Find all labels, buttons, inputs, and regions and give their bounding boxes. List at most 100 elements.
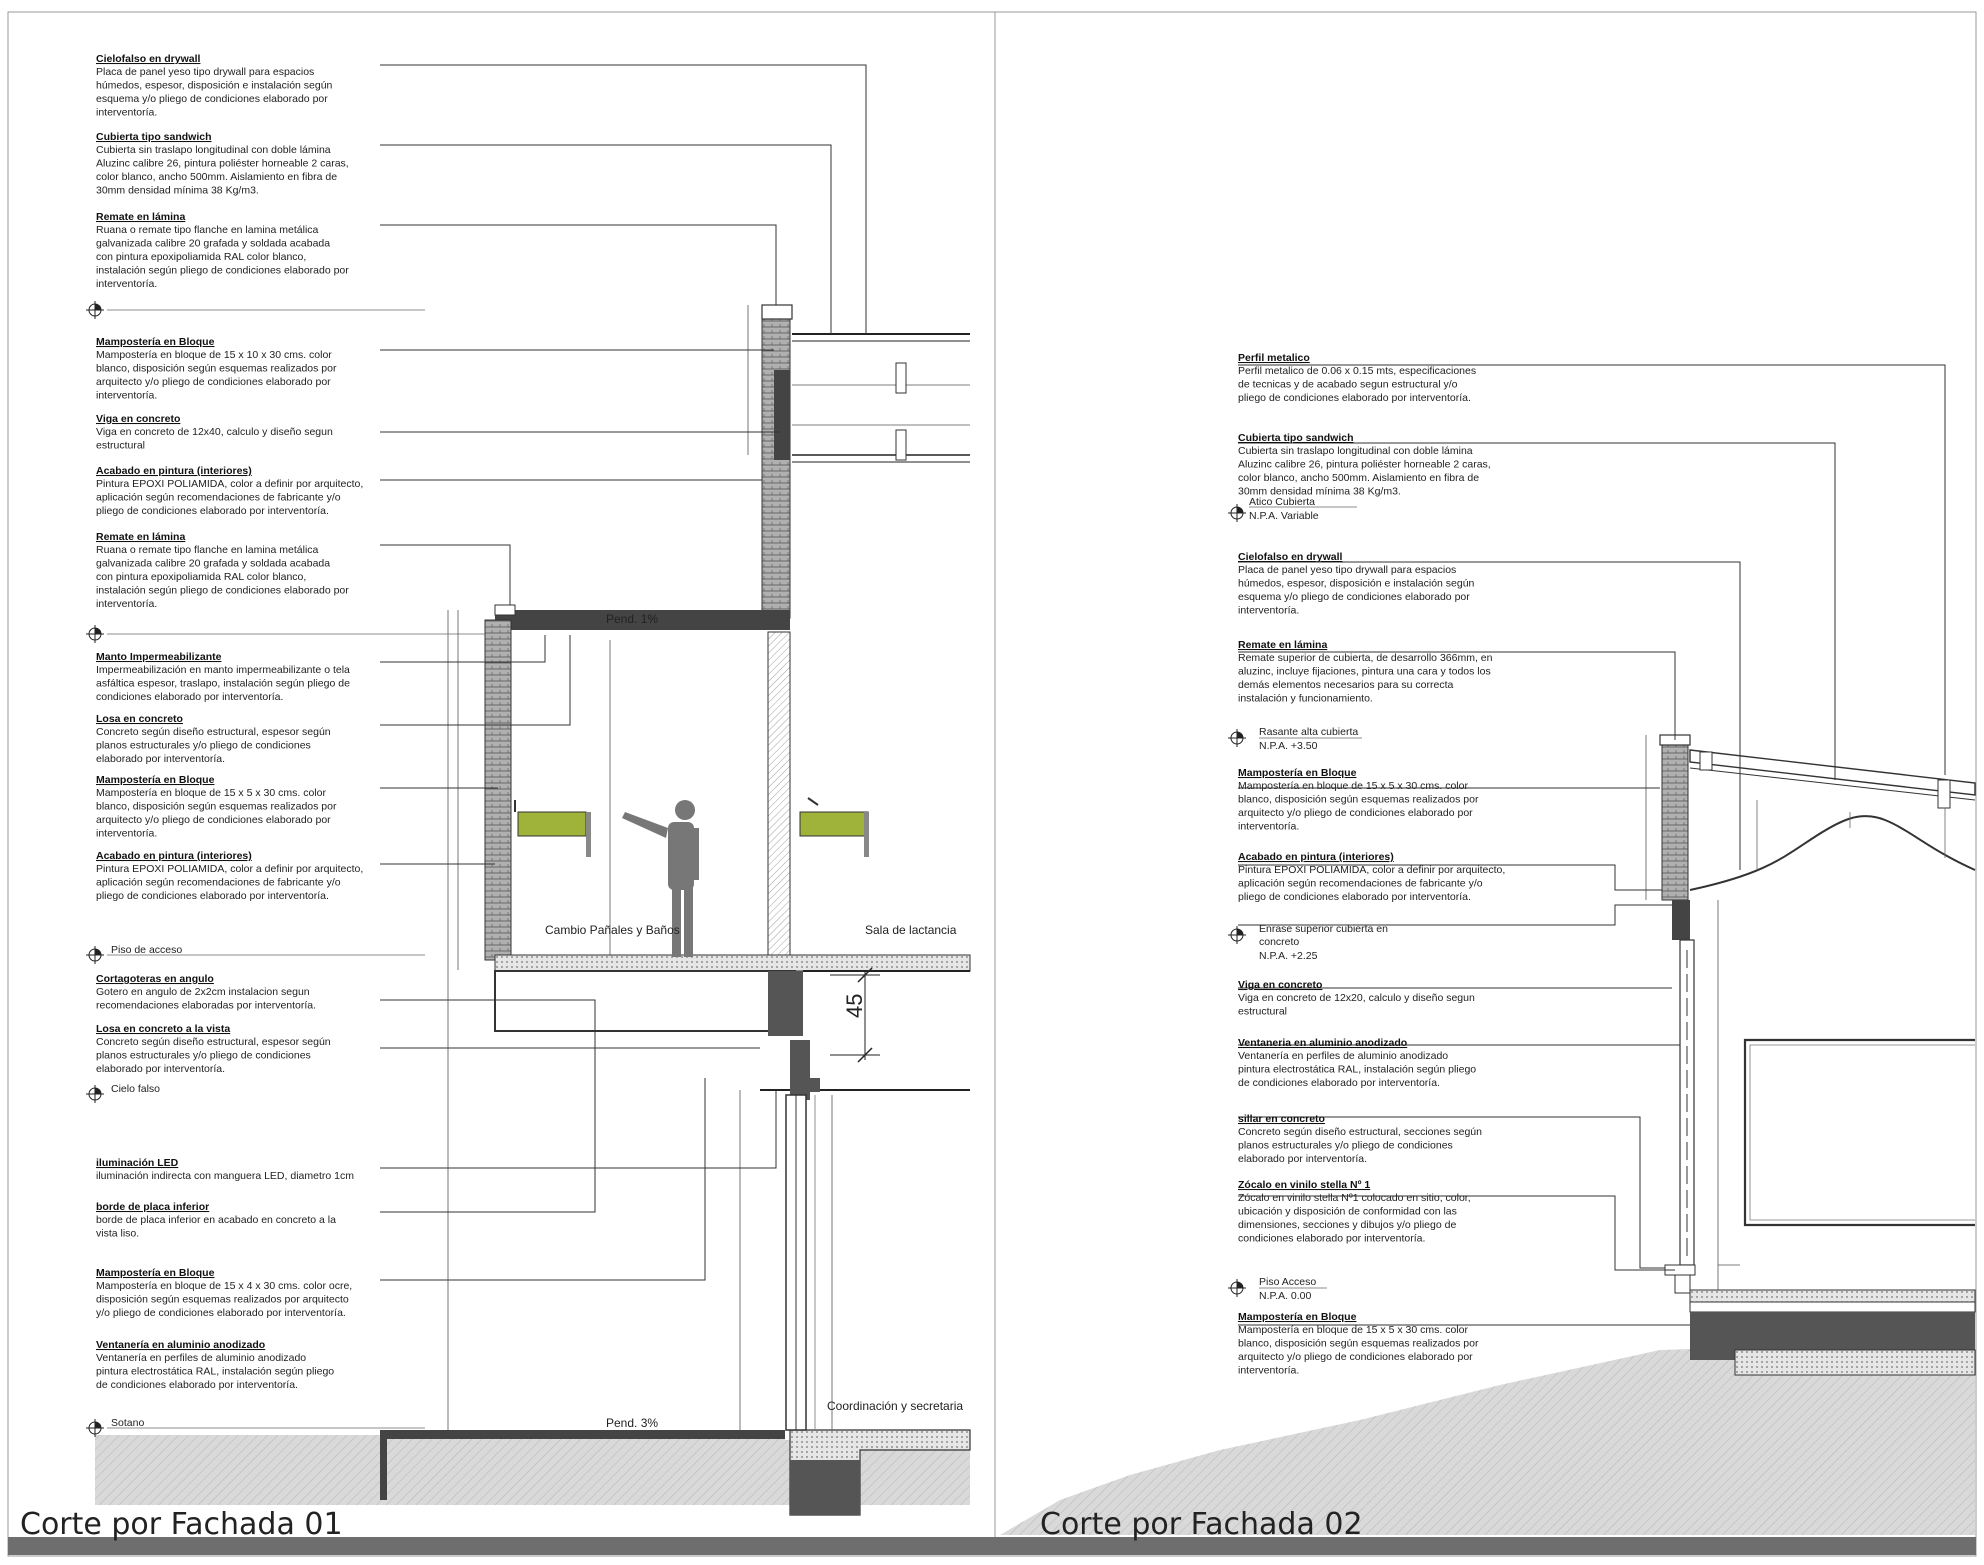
note-body-line: color blanco, ancho 500mm. Aislamiento e… xyxy=(1238,472,1479,484)
note-body-line: Ventanería en perfiles de aluminio anodi… xyxy=(96,1352,306,1364)
note-title: Cubierta tipo sandwich xyxy=(96,131,212,143)
right-foundation xyxy=(1690,1312,1975,1360)
level-label-piso-acceso-right: Piso Acceso xyxy=(1259,1276,1316,1288)
human-figure xyxy=(622,800,699,957)
note-body-line: Aluzinc calibre 26, pintura poliéster ho… xyxy=(1238,459,1491,471)
note-body-line: recomendaciones elaboradas por intervent… xyxy=(96,1000,316,1012)
note-body-line: blanco, disposición según esquemas reali… xyxy=(1238,794,1479,806)
note-body-line: Ruana o remate tipo flanche en lamina me… xyxy=(96,544,319,556)
note-body-line: con pintura epoxipoliamida RAL color bla… xyxy=(96,571,306,583)
right-purlin-2 xyxy=(1937,779,1951,809)
faucet-right xyxy=(807,797,819,806)
note-body-line: arquitecto y/o pliego de condiciones ela… xyxy=(1238,807,1473,819)
note-body-line: arquitecto y/o pliego de condiciones ela… xyxy=(1238,1351,1473,1363)
note-title: Mampostería en Bloque xyxy=(96,1267,215,1279)
level-sub-piso-acceso-right: N.P.A. 0.00 xyxy=(1259,1290,1312,1302)
note-body-line: ubicación y disposición de conformidad c… xyxy=(1238,1206,1457,1218)
right-section-drawing xyxy=(1000,734,1976,1535)
note-body-line: condiciones elaborado por interventoría. xyxy=(1238,1233,1425,1245)
note-title: Mampostería en Bloque xyxy=(96,774,215,786)
left-basement-slab xyxy=(380,1430,785,1439)
note-body-line: con pintura epoxipoliamida RAL color bla… xyxy=(96,251,306,263)
right-leaders xyxy=(1238,364,1946,1326)
right-roof-underside xyxy=(1689,767,1976,801)
level-label-atico-cubierta: Atico Cubierta xyxy=(1249,496,1315,508)
note-body-line: Ventanería en perfiles de aluminio anodi… xyxy=(1238,1050,1448,1062)
note-title: Cubierta tipo sandwich xyxy=(1238,432,1354,444)
note-body-line: aplicación según recomendaciones de fabr… xyxy=(96,492,341,504)
sink-right-support xyxy=(864,812,869,857)
note-body-line: aplicación según recomendaciones de fabr… xyxy=(1238,878,1483,890)
level-label-rasante: Rasante alta cubierta xyxy=(1259,726,1358,738)
note-body-line: blanco, disposición según esquemas reali… xyxy=(1238,1338,1479,1350)
note-body-line: pliego de condiciones elaborado por inte… xyxy=(96,505,329,517)
right-foundation-fill xyxy=(1734,1349,1976,1376)
note-body-line: Mampostería en bloque de 15 x 5 x 30 cms… xyxy=(1238,780,1468,792)
dim-45-tick-2 xyxy=(857,1047,873,1063)
note-body-line: instalación y funcionamiento. xyxy=(1238,693,1373,705)
note-body-line: Mampostería en bloque de 15 x 5 x 30 cms… xyxy=(1238,1324,1468,1336)
note-title: Losa en concreto xyxy=(96,713,183,725)
level-sub-enrase: concreto xyxy=(1259,936,1299,948)
slope-label-roof: Pend. 1% xyxy=(606,612,658,626)
left-lower-ceiling-edge xyxy=(790,1078,820,1092)
note-title: Mampostería en Bloque xyxy=(96,336,215,348)
note-title: Mampostería en Bloque xyxy=(1238,1311,1357,1323)
note-body-line: iluminación indirecta con manguera LED, … xyxy=(96,1170,354,1182)
note-body-line: Viga en concreto de 12x40, calculo y dis… xyxy=(96,426,333,438)
note-body-line: estructural xyxy=(96,440,145,452)
left-ground xyxy=(95,1430,970,1505)
note-body-line: planos estructurales y/o pliego de condi… xyxy=(96,740,311,752)
note-body-line: galvanizada calibre 20 grafada y soldada… xyxy=(96,238,330,250)
left-mid-roof-slab xyxy=(495,610,790,630)
level-marker-rasante: Rasante alta cubierta N.P.A. +3.50 xyxy=(1228,726,1362,752)
left-section-drawing: 45 xyxy=(95,304,971,1516)
note-body-line: Concreto según diseño estructural, secci… xyxy=(1238,1126,1482,1138)
right-wall-upper xyxy=(1661,734,1689,901)
level-label-cielo-falso: Cielo falso xyxy=(111,1083,160,1095)
note-title: Remate en lámina xyxy=(96,531,185,543)
note-body-line: arquitecto y/o pliego de condiciones ela… xyxy=(96,376,331,388)
left-upper-beam xyxy=(774,370,790,460)
note-body-line: interventoría. xyxy=(1238,605,1299,617)
left-upper-wall xyxy=(761,317,791,619)
room-label-cambio-panales: Cambio Pañales y Baños xyxy=(545,923,680,937)
note-body-line: Remate superior de cubierta, de desarrol… xyxy=(1238,652,1493,664)
note-title: Manto Impermeabilizante xyxy=(96,651,222,663)
title-corte-fachada-02: Corte por Fachada 02 xyxy=(1040,1507,1363,1542)
note-body-line: 30mm densidad mínima 38 Kg/m3. xyxy=(1238,486,1401,498)
left-basement-wall xyxy=(380,1430,387,1500)
left-floor-finish xyxy=(494,954,971,972)
note-body-line: Cubierta sin traslapo longitudinal con d… xyxy=(1238,445,1473,457)
note-title: Cielofalso en drywall xyxy=(96,53,201,65)
note-title: Viga en concreto xyxy=(1238,979,1322,991)
sink-left-room xyxy=(517,811,587,837)
note-body-line: Viga en concreto de 12x20, calculo y dis… xyxy=(1238,992,1475,1004)
note-body-line: instalación según pliego de condiciones … xyxy=(96,265,349,277)
note-body-line: borde de placa inferior en acabado en co… xyxy=(96,1214,336,1226)
note-body-line: interventoría. xyxy=(1238,821,1299,833)
sink-right-room xyxy=(799,811,869,837)
note-title: Losa en concreto a la vista xyxy=(96,1023,230,1035)
left-parapet-cap xyxy=(761,304,793,320)
level-marker-atico-left xyxy=(86,301,425,319)
note-title: Mampostería en Bloque xyxy=(1238,767,1357,779)
right-curved-ceiling xyxy=(1689,815,1976,891)
note-body-line: demás elementos necesarios para su corre… xyxy=(1238,679,1454,691)
right-purlin-1 xyxy=(1699,751,1713,771)
sheet-frame xyxy=(7,11,1977,1557)
room-label-coordinacion: Coordinación y secretaria xyxy=(827,1399,963,1413)
note-body-line: interventoría. xyxy=(96,598,157,610)
note-body-line: pliego de condiciones elaborado por inte… xyxy=(1238,891,1471,903)
dim-45-label: 45 xyxy=(842,994,867,1018)
note-body-line: esquema y/o pliego de condiciones elabor… xyxy=(1238,591,1470,603)
left-leaders xyxy=(380,64,867,1281)
left-roof-hanger-1 xyxy=(895,362,907,394)
left-mid-parapet xyxy=(494,604,516,616)
note-body-line: elaborado por interventoría. xyxy=(96,753,225,765)
level-marker-sotano: Sotano xyxy=(86,1417,425,1437)
right-level-markers: Atico Cubierta N.P.A. Variable Rasante a… xyxy=(1228,496,1388,1302)
note-body-line: instalación según pliego de condiciones … xyxy=(96,585,349,597)
note-title: Viga en concreto xyxy=(96,413,180,425)
